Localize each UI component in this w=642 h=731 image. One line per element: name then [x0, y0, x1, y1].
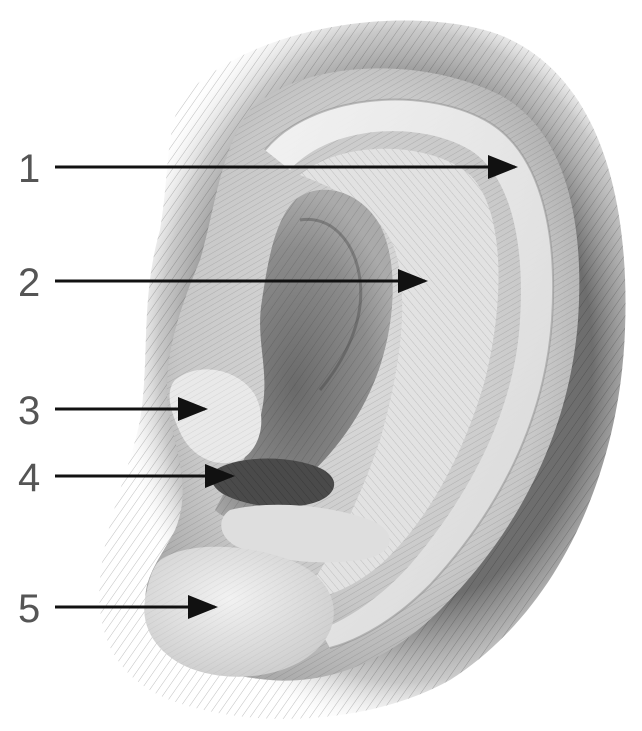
label-number-1: 1 [18, 147, 40, 191]
label-number-2: 2 [18, 261, 40, 305]
label-number-4: 4 [18, 456, 40, 500]
label-number-3: 3 [18, 389, 40, 433]
label-number-5: 5 [18, 587, 40, 631]
